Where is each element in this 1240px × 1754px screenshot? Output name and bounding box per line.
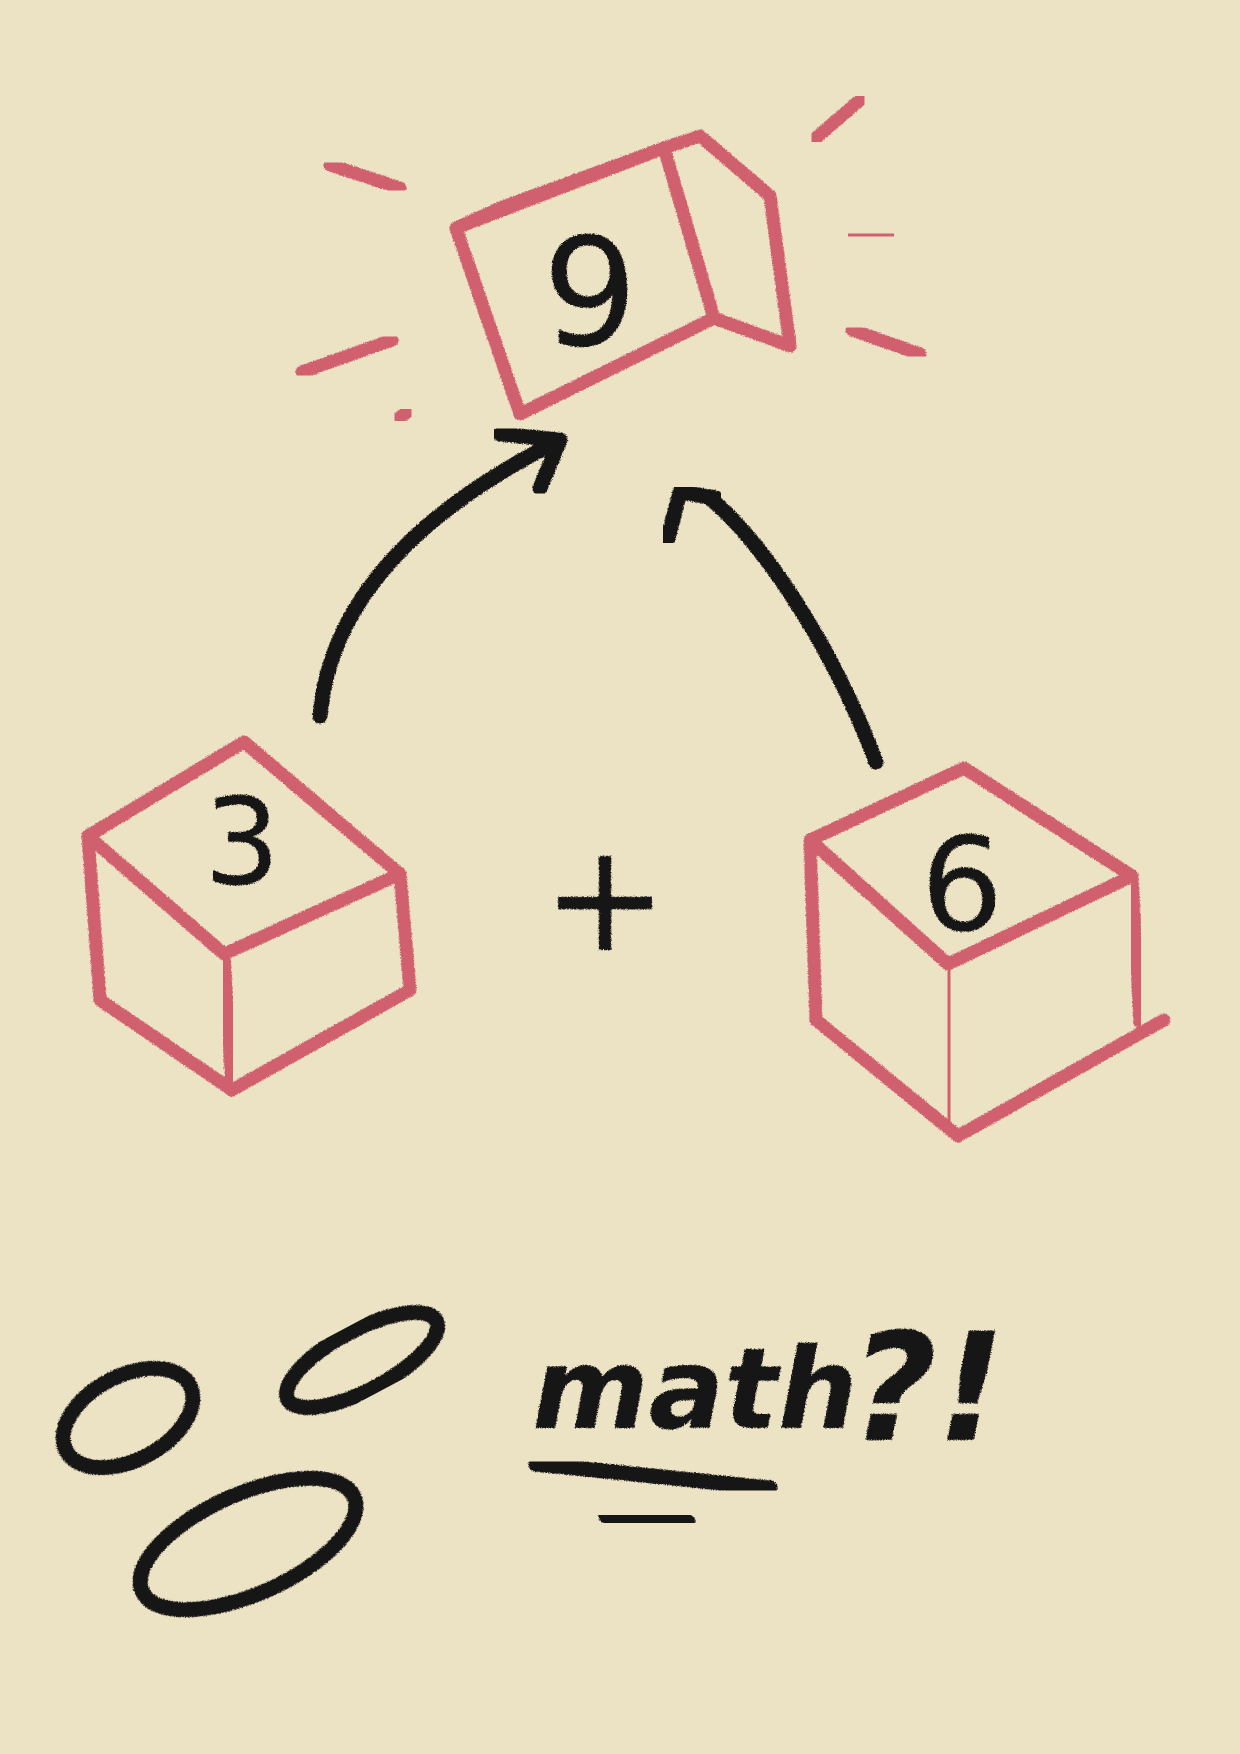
caption-word: math	[532, 1325, 858, 1455]
plus-operator: +	[542, 812, 668, 986]
surprised-face-icon	[55, 1304, 445, 1618]
left-digit: 3	[204, 774, 280, 913]
caption-punctuation: ?!	[850, 1302, 1005, 1476]
right-cube	[803, 761, 1171, 1143]
arrow-left-to-top-icon	[312, 426, 568, 724]
underline-marks-icon	[528, 1456, 778, 1568]
arrow-right-to-top-icon	[660, 484, 884, 770]
left-cube	[81, 735, 417, 1097]
right-digit: 6	[921, 809, 1004, 961]
result-digit: 9	[542, 207, 637, 381]
sparkle-lines-icon	[295, 93, 927, 427]
result-cube	[449, 129, 797, 421]
